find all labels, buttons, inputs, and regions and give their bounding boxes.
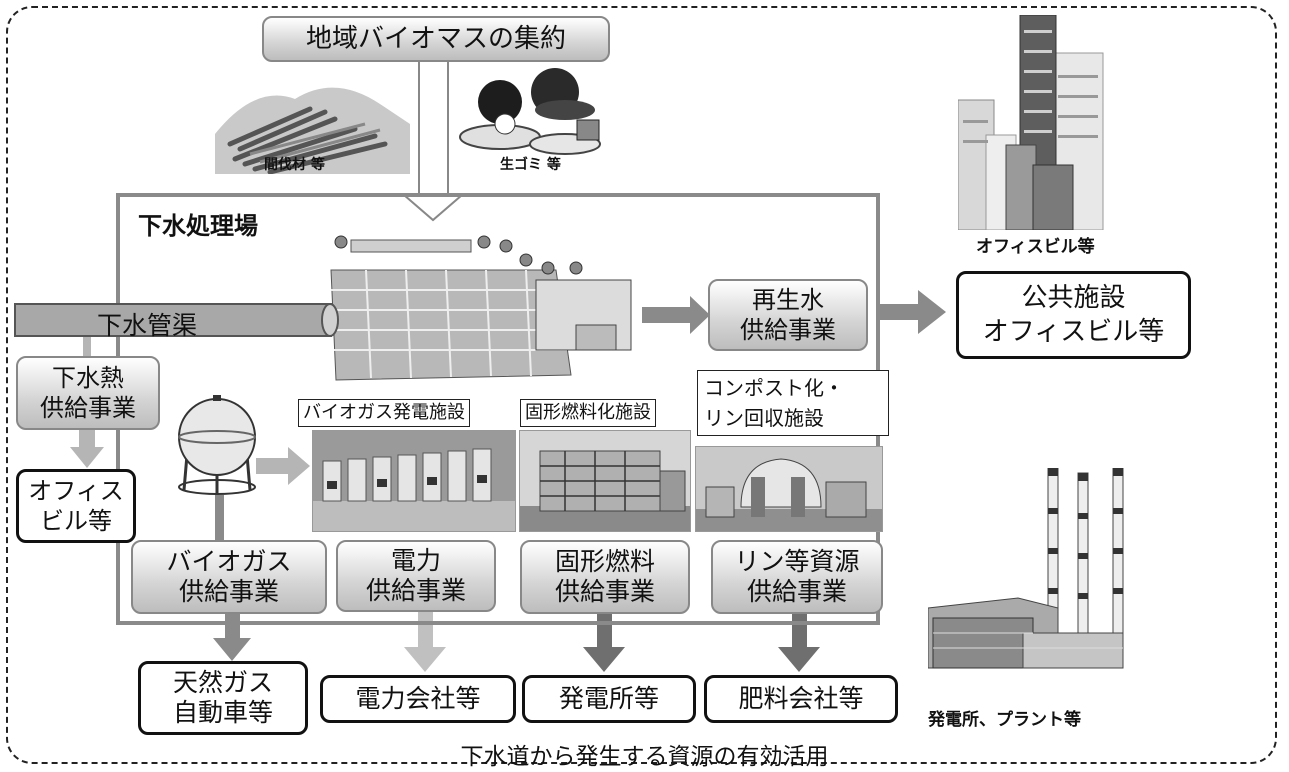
fertilizer-company-box: 肥料会社等 [704,675,898,723]
sewer-pipe-label: 下水管渠 [97,311,198,340]
arrow-tank-to-power [256,447,310,485]
power-supply-business-box: 電力 供給事業 [336,540,496,612]
power-plant-caption: 発電所、プラント等 [928,710,1081,730]
biomass-collection-label: 地域バイオマスの集約 [305,24,566,54]
reclaimed-water-line2: 供給事業 [740,316,836,344]
office-building-box: オフィス ビル等 [16,469,136,543]
dashed-border-frame [6,6,1277,764]
plant-title: 下水処理場 [138,212,258,240]
arrow-tank-to-biogas [215,495,224,540]
solid-fuel-facility-image [519,430,691,532]
office-box-line1: オフィス [28,477,124,505]
sewer-heat-line1: 下水熱 [52,364,124,392]
food-waste-image [455,62,605,162]
footer-title: 下水道から発生する資源の有効活用 [460,744,829,770]
power-company-label: 電力会社等 [355,684,481,713]
thinning-wood-caption: 間伐材 等 [264,157,325,173]
office-buildings-image [958,15,1108,230]
power-business-line2: 供給事業 [365,576,466,605]
solid-fuel-business-line2: 供給事業 [554,577,655,606]
sewer-heat-box: 下水熱 供給事業 [16,356,160,430]
biogas-business-line1: バイオガス [166,547,292,576]
public-facility-line2: オフィスビル等 [982,317,1165,347]
biomass-collection-box: 地域バイオマスの集約 [262,16,610,62]
power-plant-image [928,468,1136,678]
office-buildings-caption: オフィスビル等 [976,237,1095,257]
solid-fuel-business-box: 固形燃料 供給事業 [520,540,690,614]
natural-gas-vehicle-box: 天然ガス 自動車等 [138,661,308,735]
arrow-biogas-down [213,613,251,661]
public-facility-box: 公共施設 オフィスビル等 [956,271,1191,359]
public-facility-line1: 公共施設 [1021,283,1126,313]
natural-gas-line2: 自動車等 [172,698,273,727]
compost-label-line1: コンポスト化・ [704,376,844,400]
phosphorus-business-line2: 供給事業 [746,577,847,606]
power-station-box: 発電所等 [522,675,696,723]
arrow-phosphorus-down [778,613,820,672]
phosphorus-resource-business-box: リン等資源 供給事業 [711,540,883,614]
food-waste-caption: 生ゴミ 等 [500,157,561,173]
phosphorus-business-line1: リン等資源 [734,547,860,576]
arrow-to-public-facility [878,290,946,334]
sewer-heat-line2: 供給事業 [40,394,136,422]
reclaimed-water-line1: 再生水 [752,286,824,314]
arrow-power-down [404,610,446,672]
compost-facility-image [695,446,883,532]
treatment-plant-image [326,230,644,390]
solid-fuel-business-line1: 固形燃料 [554,547,655,576]
sewer-pipe-image [14,303,340,337]
gas-holder-tank-image [172,395,262,500]
power-company-box: 電力会社等 [320,675,516,723]
arrow-solidfuel-down [583,613,625,672]
arrow-to-reclaimed-water [642,296,710,334]
biogas-supply-business-box: バイオガス 供給事業 [131,540,327,614]
power-business-line1: 電力 [390,546,441,575]
biogas-power-facility-label: バイオガス発電施設 [298,399,470,427]
arrow-pipe-to-heat [83,337,91,359]
biogas-power-facility-image [312,430,516,532]
reclaimed-water-box: 再生水 供給事業 [708,279,868,351]
fertilizer-company-label: 肥料会社等 [738,684,864,713]
arrow-heat-to-office [70,428,104,468]
thinning-wood-image [215,64,410,174]
solid-fuel-facility-label: 固形燃料化施設 [520,399,656,427]
compost-label-line2: リン回収施設 [704,406,824,430]
power-station-label: 発電所等 [558,684,659,713]
biogas-business-line2: 供給事業 [178,577,279,606]
office-box-line2: ビル等 [40,507,112,535]
compost-facility-label: コンポスト化・ リン回収施設 [697,370,889,436]
natural-gas-line1: 天然ガス [172,668,273,697]
